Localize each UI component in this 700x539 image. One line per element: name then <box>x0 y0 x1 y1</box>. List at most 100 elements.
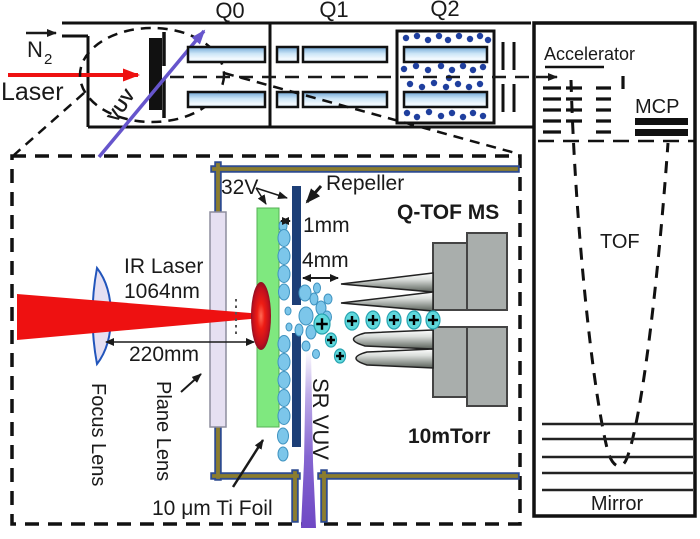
gas-dot <box>403 109 411 117</box>
gap-1mm-label: 1mm <box>303 214 350 237</box>
gas-dot <box>430 79 438 87</box>
gas-dot <box>412 62 420 70</box>
gas-dot <box>479 63 487 71</box>
zoom-leader-left <box>13 92 85 156</box>
ablation-spot <box>251 282 271 350</box>
vacuum-chamber-outline <box>62 21 534 129</box>
gas-dot <box>479 112 487 120</box>
mirror-plates <box>542 422 693 492</box>
plus-sign <box>327 336 335 344</box>
plume-particle <box>312 349 320 359</box>
gas-dot <box>484 36 492 44</box>
sample-target-bar <box>149 38 162 110</box>
gas-dot <box>418 83 426 91</box>
label-pointer-arrows <box>180 185 323 488</box>
gap-4mm-label: 4mm <box>302 249 349 272</box>
overview-chamber: N 2 Laser VUV Q0 Q1 Q2 <box>1 0 534 159</box>
gas-dot <box>448 66 456 74</box>
sr-vuv-label: SR VUV <box>308 378 333 460</box>
gas-dot <box>454 80 462 88</box>
instrument-label: Q-TOF MS <box>397 201 499 224</box>
plume-particle <box>309 292 319 306</box>
plus-sign <box>346 315 358 327</box>
gas-dot <box>476 32 484 40</box>
plume-particle <box>313 282 321 294</box>
plus-sign <box>408 314 420 326</box>
plume-particle <box>298 284 312 302</box>
ir-laser-beam <box>17 294 256 340</box>
ir-laser-name-label: IR Laser <box>124 255 203 278</box>
ion-beam-cations <box>313 310 441 364</box>
focus-lens-label: Focus Lens <box>87 383 109 486</box>
ion-trajectory-v <box>569 79 670 468</box>
plume-particle <box>277 229 291 247</box>
n2-label: N <box>27 37 43 62</box>
collision-gas-dots <box>400 32 492 121</box>
q1-label: Q1 <box>319 0 348 22</box>
plume-particle <box>301 340 311 352</box>
vuv-arrow <box>97 29 206 159</box>
plume-particle <box>277 247 291 265</box>
plus-sign <box>316 318 328 330</box>
accelerator-label: Accelerator <box>544 44 635 64</box>
tof-label: TOF <box>600 231 640 253</box>
accelerator-plates <box>543 76 625 134</box>
gas-dot <box>424 66 432 74</box>
gas-dot <box>413 32 421 40</box>
pressure-label: 10mTorr <box>408 425 490 448</box>
plume-particle <box>277 353 291 371</box>
quad-mount-blocks <box>432 232 508 407</box>
ti-foil-label: 10 μm Ti Foil <box>152 497 273 520</box>
chamber-wall-core <box>212 163 518 521</box>
gas-dot <box>465 83 473 91</box>
laser-label: Laser <box>1 78 64 106</box>
gas-dot <box>455 32 463 40</box>
tof-section: Accelerator MCP TOF Mirror <box>532 21 697 518</box>
n2-subscript: 2 <box>44 51 52 68</box>
quadrupole-rod-cones <box>340 272 434 369</box>
mcp-plates <box>635 118 688 136</box>
plus-sign <box>367 314 379 326</box>
gas-dot <box>435 32 443 40</box>
plume-particle <box>294 323 304 337</box>
gas-dot <box>402 34 410 42</box>
q2-label: Q2 <box>430 0 459 21</box>
q0-label: Q0 <box>215 0 244 23</box>
gas-dot <box>476 80 484 88</box>
gas-dot <box>442 83 450 91</box>
gas-dot <box>400 65 408 73</box>
tof-chamber-outline <box>532 21 697 518</box>
voltage-label: 32V <box>221 176 258 199</box>
mcp-label: MCP <box>635 96 679 118</box>
sr-vuv-beam <box>301 350 316 528</box>
plume-particle <box>305 324 317 340</box>
plume-particle <box>277 427 289 445</box>
plus-sign <box>388 314 400 326</box>
plume-particle <box>277 371 291 389</box>
plus-sign <box>427 314 439 326</box>
plus-sign <box>336 352 344 360</box>
plume-particle <box>298 306 314 326</box>
q0-rods <box>186 45 267 109</box>
detail-box-dashed <box>10 154 522 526</box>
gas-dot <box>469 109 477 117</box>
plume-particle <box>277 389 291 407</box>
plane-lens-label: Plane Lens <box>152 381 174 481</box>
repeller-label: Repeller <box>326 172 404 195</box>
plume-particle <box>284 306 292 316</box>
gas-dot <box>413 113 421 121</box>
detail-view: 32V Repeller 1mm 4mm Q-TOF MS IR Laser 1… <box>10 154 522 528</box>
gas-dot <box>424 36 432 44</box>
gas-dot <box>437 62 445 70</box>
gas-dot <box>437 112 445 120</box>
mirror-label: Mirror <box>591 493 644 515</box>
gas-dot <box>459 113 467 121</box>
gas-dot <box>406 80 414 88</box>
gas-dot <box>466 35 474 43</box>
plume-particle <box>277 335 291 353</box>
zoom-region-ellipse <box>78 26 226 124</box>
plume-particle <box>285 322 293 332</box>
ir-laser-wavelength-label: 1064nm <box>124 280 200 303</box>
